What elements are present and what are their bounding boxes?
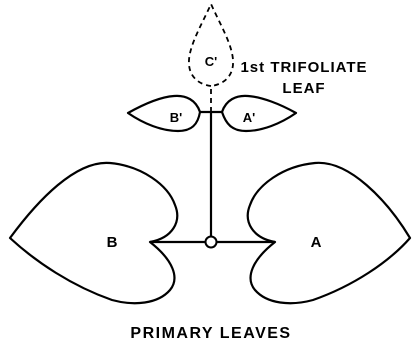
leaflet-a-prime [220, 94, 298, 133]
stem-node [204, 235, 218, 249]
leaflet-b-prime [126, 94, 202, 133]
label-leaflet-b-prime: B' [170, 110, 182, 125]
label-leaflet-a-prime: A' [243, 110, 255, 125]
label-trifoliate-line2: LEAF [282, 80, 325, 97]
label-trifoliate-line1: 1st TRIFOLIATE [240, 59, 367, 76]
primary-leaf-b [8, 161, 179, 305]
label-leaf-a: A [311, 234, 322, 251]
leaflet-c-prime [188, 1, 234, 87]
label-leaflet-c-prime: C' [205, 54, 217, 69]
primary-leaf-a [246, 161, 412, 305]
label-leaf-b: B [107, 234, 118, 251]
label-primary-leaves: PRIMARY LEAVES [130, 325, 291, 342]
